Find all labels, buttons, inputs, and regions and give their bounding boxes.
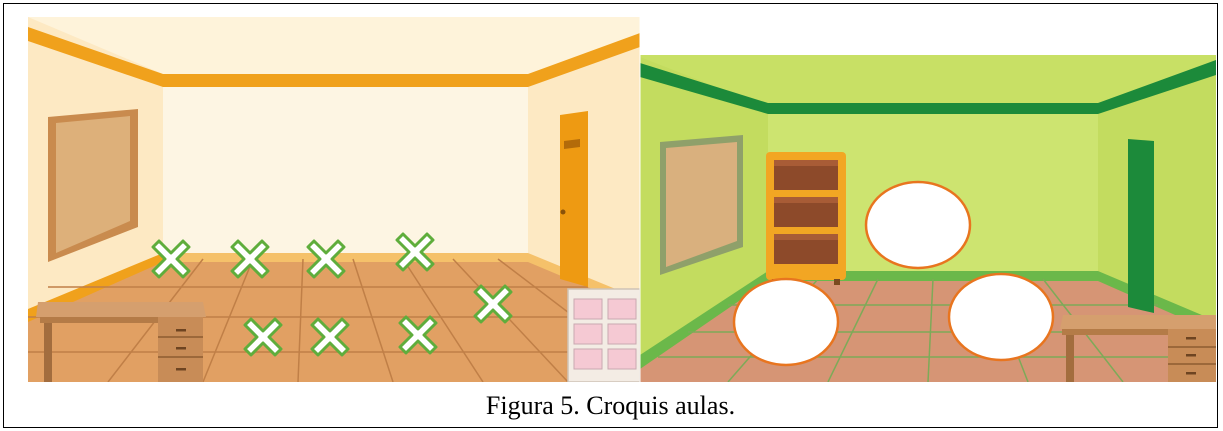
figure-frame: Figura 5. Croquis aulas. <box>3 3 1218 428</box>
left-desk <box>36 302 206 382</box>
empty-ellipses <box>732 180 1055 367</box>
figure-caption: Figura 5. Croquis aulas. <box>485 391 736 420</box>
bookshelf <box>766 152 846 285</box>
right-room <box>640 55 1216 382</box>
right-desk <box>1060 315 1216 382</box>
left-room <box>28 17 640 382</box>
drawer-cabinet <box>567 288 640 382</box>
empty-ellipse <box>732 277 840 367</box>
empty-ellipse <box>864 180 972 270</box>
classroom-sketches <box>28 17 1216 382</box>
empty-ellipse <box>947 272 1055 362</box>
